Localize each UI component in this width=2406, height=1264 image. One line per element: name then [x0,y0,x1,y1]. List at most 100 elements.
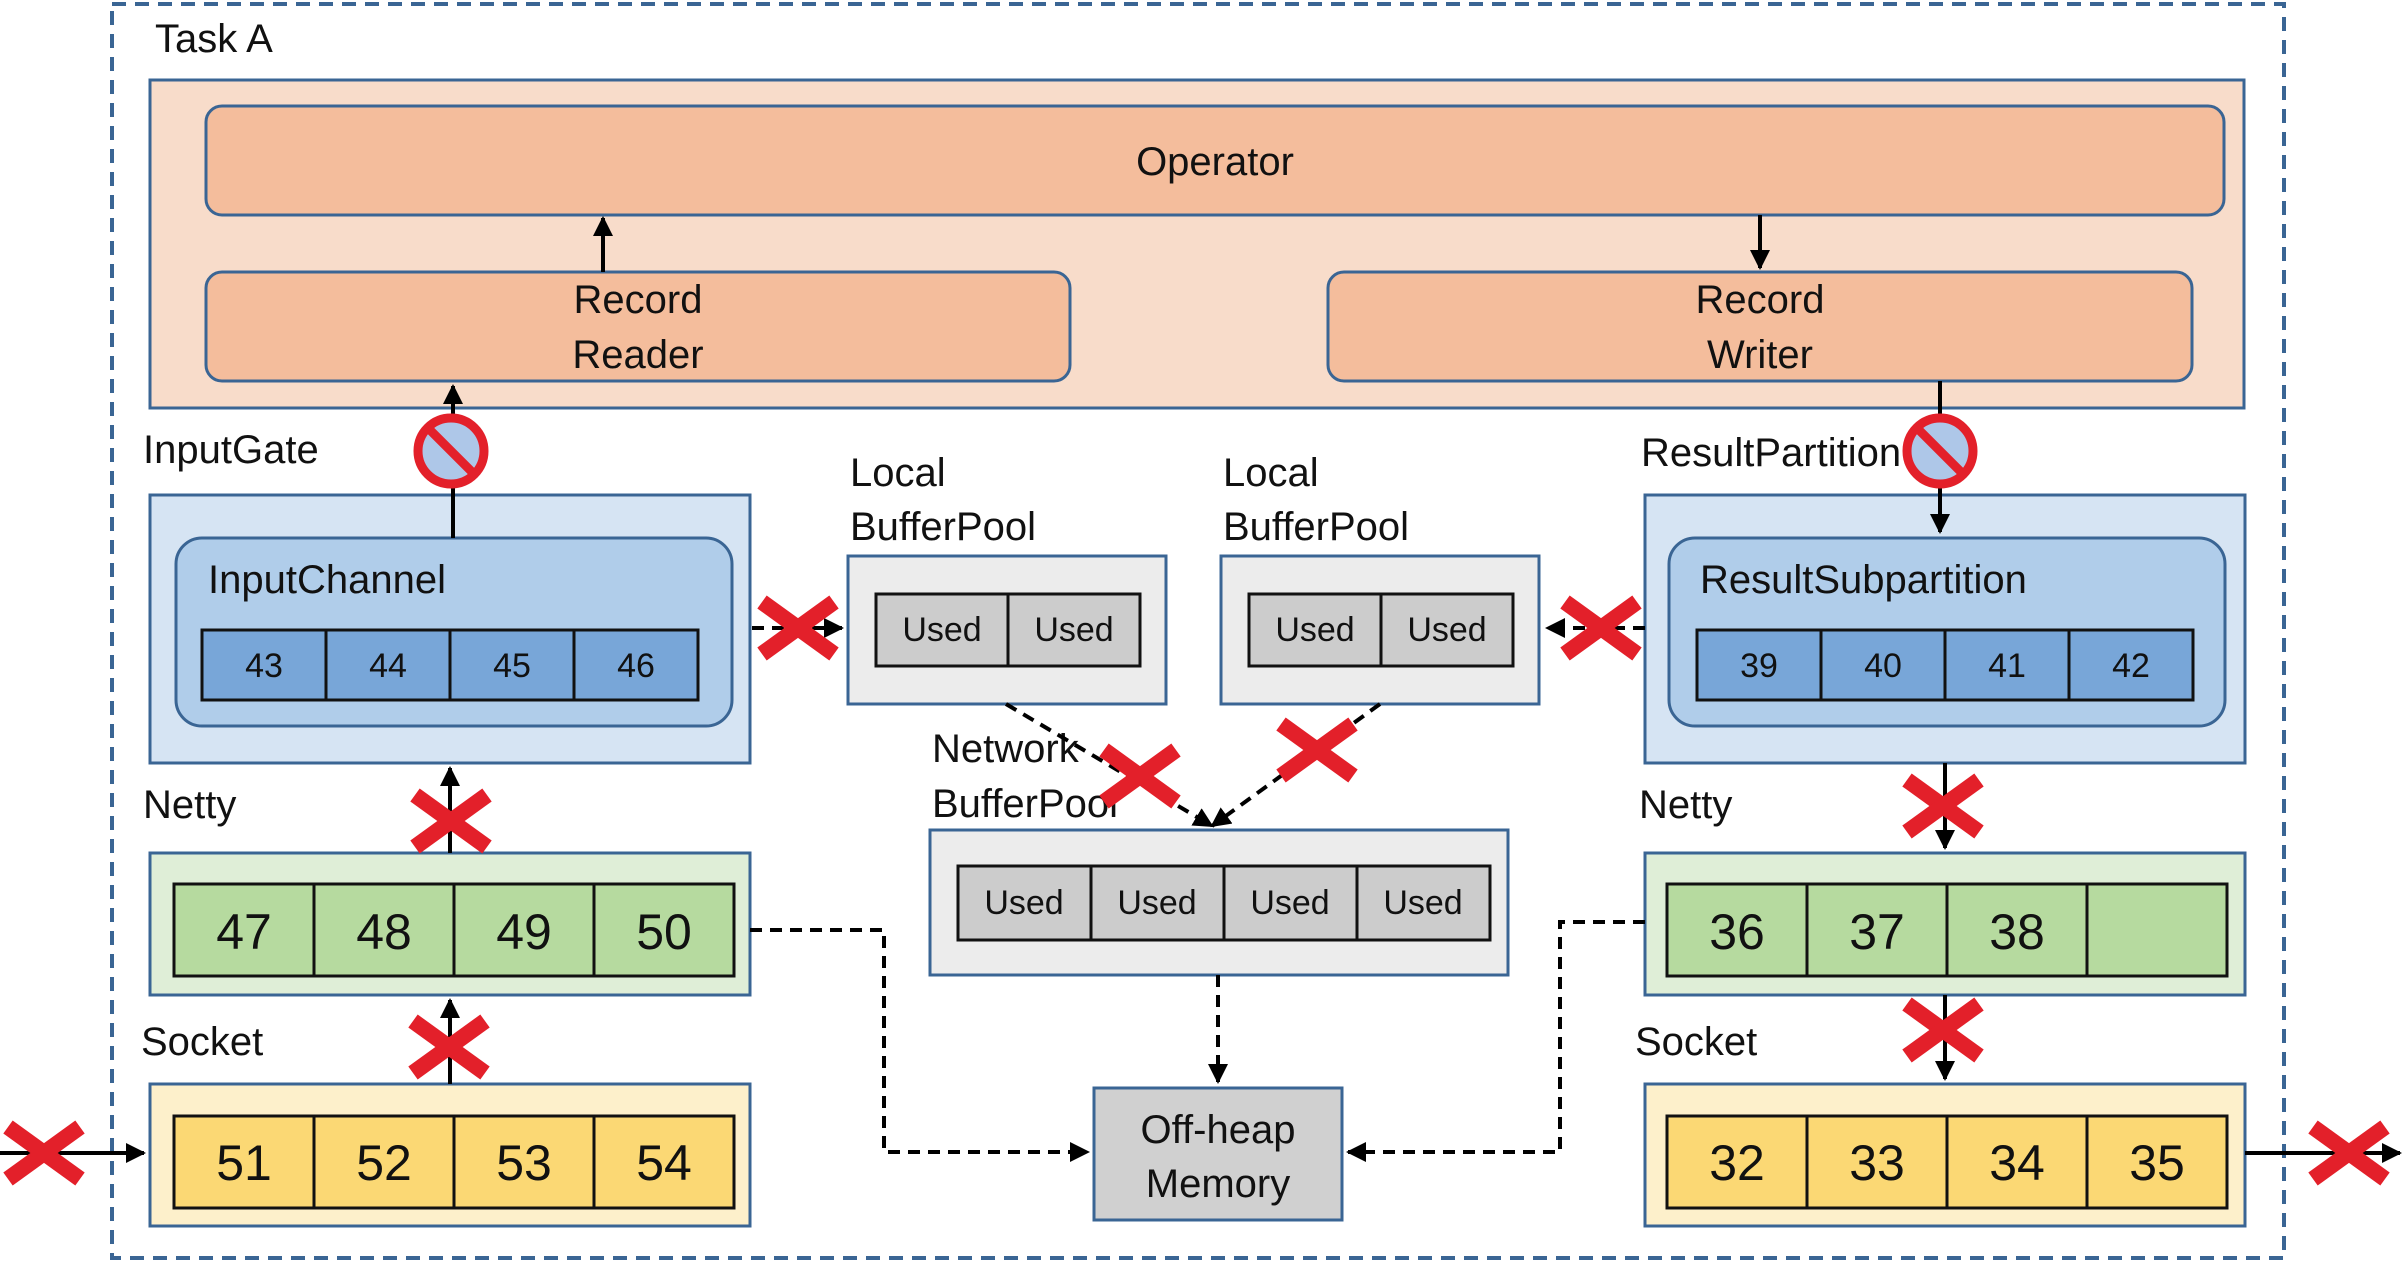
pool-segment-label: Used [984,884,1063,922]
buffer-label: 51 [216,1135,272,1191]
buffer-cell [172,882,316,978]
cross-icon [410,788,492,854]
buffer-label: 52 [356,1135,412,1191]
record-reader-line1: Record [574,278,703,322]
operator-box [204,104,2226,217]
record-reader-box [204,270,1072,383]
buffer-cell [2085,882,2229,978]
socket-left-title: Socket [141,1020,263,1064]
buffer-label: 45 [493,647,531,685]
network-pool-line2: BufferPool [932,782,1118,826]
pool-segment-label: Used [1034,611,1113,649]
pool-segment-label: Used [1383,884,1462,922]
buffer-cell [592,1114,736,1210]
pool-segment [1006,592,1142,668]
pool-segment [874,592,1010,668]
local-pool-right-line1: Local [1223,451,1319,495]
cross-icon [1902,773,1984,839]
buffer-cell [1943,628,2071,702]
buffer-label: 34 [1989,1135,2045,1191]
red-crosses [3,595,2390,1186]
network-pool-line1: Network [932,727,1080,771]
cross-icon [757,595,839,661]
input-channel-buffers: 43 44 45 46 [200,628,700,702]
cross-icon [408,1014,490,1080]
buffer-label: 44 [369,647,407,685]
pool-segment [1089,864,1226,942]
buffer-cell [452,882,596,978]
buffer-cell [448,628,576,702]
offheap-line1: Off-heap [1141,1108,1296,1152]
buffer-label: 50 [636,904,692,960]
netty-left-title: Netty [143,783,236,827]
socket-right-title: Socket [1635,1020,1757,1064]
pool-segment-label: Used [1275,611,1354,649]
record-writer-line1: Record [1696,278,1825,322]
result-subpartition-buffers: 39 40 41 42 [1695,628,2195,702]
buffer-cell [312,882,456,978]
buffer-cell [324,628,452,702]
blocked-sign-icon [1902,413,1978,489]
buffer-cell [1695,628,1823,702]
offheap-box [1092,1086,1344,1222]
input-channel-title: InputChannel [208,558,446,602]
blocked-sign-icon [413,413,489,489]
buffer-cell [1819,628,1947,702]
buffer-label: 35 [2129,1135,2185,1191]
buffer-cell [452,1114,596,1210]
buffer-label: 54 [636,1135,692,1191]
buffer-label: 32 [1709,1135,1765,1191]
cross-icon [1276,717,1358,783]
pool-segment [1222,864,1359,942]
task-title: Task A [155,17,273,61]
buffer-cell [1945,882,2089,978]
pool-segment [1379,592,1515,668]
buffer-label: 42 [2112,647,2150,685]
buffer-label: 39 [1740,647,1778,685]
buffer-cell [1945,1114,2089,1210]
buffer-label: 33 [1849,1135,1905,1191]
pool-segment [956,864,1093,942]
buffer-cell [2067,628,2195,702]
buffer-label: 37 [1849,904,1905,960]
local-pool-left-line1: Local [850,451,946,495]
buffer-label: 47 [216,904,272,960]
buffer-label: 53 [496,1135,552,1191]
buffer-label: 49 [496,904,552,960]
buffer-cell [1805,882,1949,978]
input-gate-title: InputGate [143,428,319,472]
offheap-line2: Memory [1146,1162,1290,1206]
netty-left-to-offheap-line [750,928,1090,1162]
buffer-cell [572,628,700,702]
local-pool-left-line2: BufferPool [850,505,1036,549]
cross-icon [2308,1120,2390,1186]
buffer-cell [2085,1114,2229,1210]
cross-icon [1560,595,1642,661]
netty-right-title: Netty [1639,783,1732,827]
operator-label: Operator [1136,140,1294,184]
buffer-label: 43 [245,647,283,685]
buffer-cell [1665,1114,1809,1210]
cross-icon [1099,743,1181,809]
buffer-label: 38 [1989,904,2045,960]
result-partition-title: ResultPartition [1641,431,1901,475]
result-subpartition-title: ResultSubpartition [1700,558,2027,602]
pool-segment-label: Used [1117,884,1196,922]
record-reader-line2: Reader [572,333,703,377]
netty-right-to-offheap-line [1346,920,1645,1162]
pool-segment [1355,864,1492,942]
task-boundary [110,2,2286,1260]
buffer-label: 40 [1864,647,1902,685]
buffer-label: 36 [1709,904,1765,960]
buffer-label: 46 [617,647,655,685]
buffer-cell [312,1114,456,1210]
pool-segment-label: Used [1407,611,1486,649]
pool-segment-label: Used [902,611,981,649]
record-writer-line2: Writer [1707,333,1813,377]
buffer-cell [592,882,736,978]
buffer-cell [172,1114,316,1210]
buffer-label: 48 [356,904,412,960]
local-pool-right-line2: BufferPool [1223,505,1409,549]
buffer-label: 41 [1988,647,2026,685]
